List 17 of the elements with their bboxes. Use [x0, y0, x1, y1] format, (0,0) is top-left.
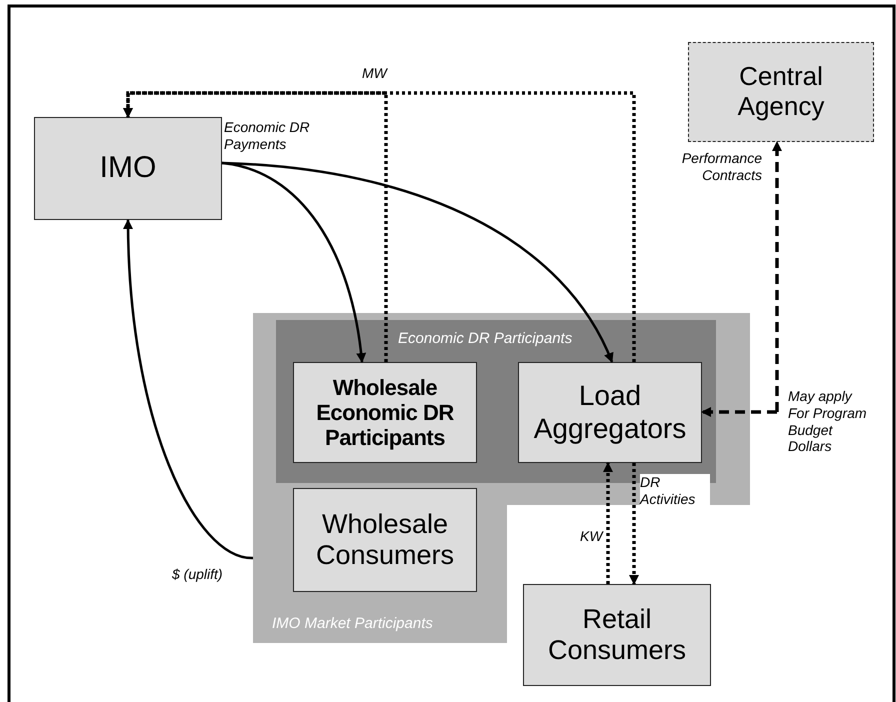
group-title: IMO Market Participants — [272, 615, 433, 632]
arrow — [629, 463, 639, 585]
consumer-box: Retail Consumers — [523, 584, 711, 686]
process-box: IMO — [34, 117, 222, 220]
edge-label: $ (uplift) — [172, 566, 223, 583]
arrow — [123, 219, 254, 560]
aggregator-box: Load Aggregators — [518, 362, 702, 463]
consumer-box: Wholesale Consumers — [293, 488, 477, 592]
arrow — [701, 407, 777, 417]
arrow — [603, 462, 613, 584]
arrow — [222, 162, 614, 363]
edge-label: DR Activities — [640, 474, 710, 508]
participant-box: Wholesale Economic DR Participants — [293, 362, 477, 463]
agency-box: Central Agency — [688, 42, 874, 142]
arrow — [123, 91, 636, 362]
group-title: Economic DR Participants — [398, 330, 572, 347]
arrow — [772, 141, 782, 412]
